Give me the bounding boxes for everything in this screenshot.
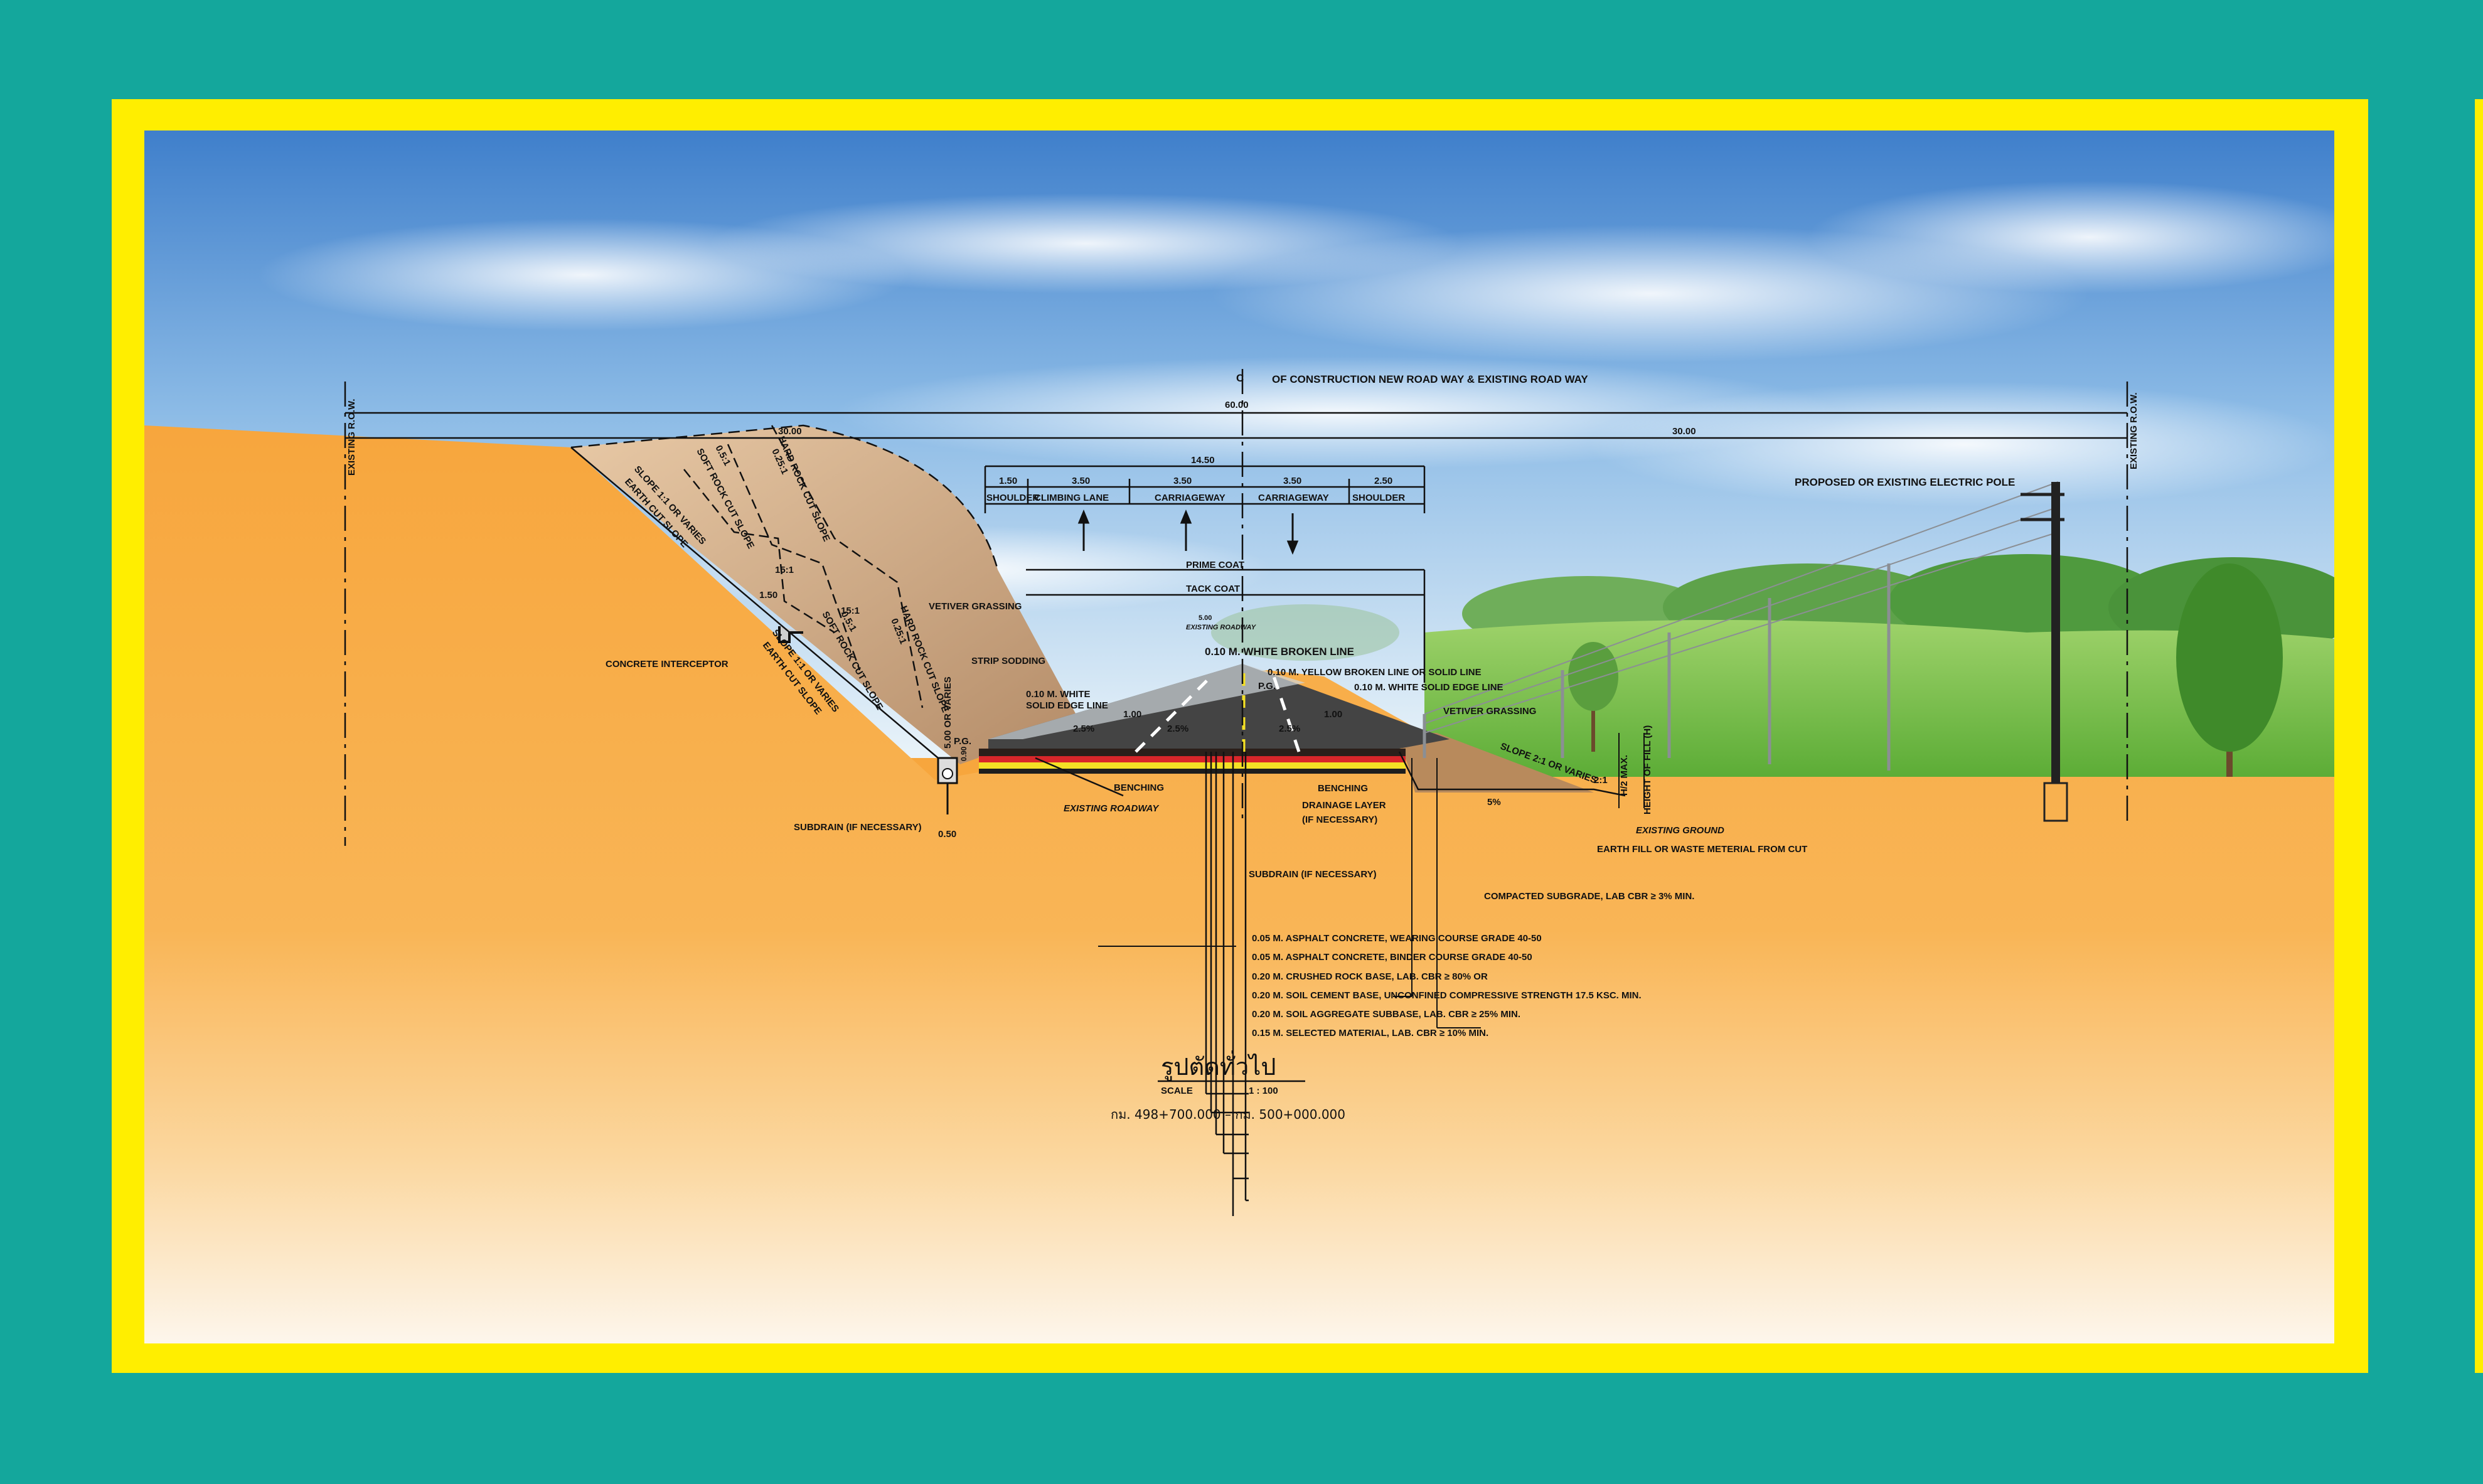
seg-name-5: SHOULDER [1352,493,1405,503]
white-solid-2: SOLID EDGE LINE [1026,700,1108,711]
tree-small [1568,642,1618,752]
centerline-title: OF CONSTRUCTION NEW ROAD WAY & EXISTING … [1272,373,1588,385]
existing-roadway-left: EXISTING ROADWAY [1064,803,1160,814]
drainage-2: (IF NECESSARY) [1302,814,1377,825]
cross-section-panel: C OF CONSTRUCTION NEW ROAD WAY & EXISTIN… [144,131,2334,1343]
height-5: 5.00 OR VARIES [942,676,953,749]
drainage-1: DRAINAGE LAYER [1302,800,1386,811]
berm-width: 1.50 [759,590,777,601]
dim-total: 60.00 [1225,400,1249,410]
layer-3: 0.20 M. CRUSHED ROCK BASE, LAB. CBR ≥ 80… [1252,971,1488,982]
concrete-interceptor-label: CONCRETE INTERCEPTOR [606,659,729,670]
row-label-right: EXISTING R.O.W. [2128,392,2139,469]
subdrain-left-label: SUBDRAIN (IF NECESSARY) [794,822,922,833]
main-pole [2021,482,2068,822]
benching-left: BENCHING [1114,782,1164,793]
slope-mid: 2.5% [1167,723,1188,734]
electric-pole-label: PROPOSED OR EXISTING ELECTRIC POLE [1795,476,2015,488]
layer-1: 0.05 M. ASPHALT CONCRETE, WEARING COURSE… [1252,933,1542,944]
centerline-symbol: C [1236,372,1244,384]
layer-4: 0.20 M. SOIL CEMENT BASE, UNCONFINED COM… [1252,990,1642,1001]
chainage: กม. 498+700.000 – กม. 500+000.000 [1111,1107,1345,1122]
prime-coat: PRIME COAT [1186,560,1244,570]
dim-100-right: 1.00 [1324,709,1342,720]
fill-embankment [1396,733,1594,793]
layer-5: 0.20 M. SOIL AGGREGATE SUBBASE, LAB. CBR… [1252,1009,1520,1020]
layer-6: 0.15 M. SELECTED MATERIAL, LAB. CBR ≥ 10… [1252,1028,1488,1038]
white-solid-1: 0.10 M. WHITE [1026,689,1091,700]
white-broken-line: 0.10 M. WHITE BROKEN LINE [1205,646,1354,658]
existing-roadway-dim: 5.00 [1199,614,1212,622]
pavement-structure [979,664,1450,774]
vetiver-right: VETIVER GRASSING [1443,706,1536,717]
existing-ground: EXISTING GROUND [1636,825,1724,836]
tack-coat: TACK COAT [1186,584,1240,594]
slope-5: 5% [1487,797,1501,808]
tree-right [2176,563,2283,796]
electric-poles [1423,481,2059,771]
concrete-interceptor [778,626,803,643]
strip-sodding: STRIP SODDING [971,656,1045,666]
berm-ratio: 15:1 [775,565,794,575]
cut-hill [571,425,1079,764]
dimension-lines [344,369,2128,1216]
slope-right: 2.5% [1279,723,1300,734]
subdrain-right-label: SUBDRAIN (IF NECESSARY) [1249,869,1377,880]
dim-seg-4: 3.50 [1283,476,1301,486]
scale-value: 1 : 100 [1249,1086,1278,1096]
berm-ratio-2: 15:1 [841,606,860,616]
dim-left-half: 30.00 [778,426,802,437]
height-of-fill: HEIGHT OF FILL (H) [1642,725,1653,814]
ground-fill [144,425,2334,1343]
subdrain-dim: 0.50 [938,829,956,840]
dim-seg-2: 3.50 [1072,476,1090,486]
h2-max: H/2 MAX. [1619,755,1630,796]
slope-left: 2.5% [1073,723,1094,734]
depth-90: 0.90 [959,746,968,761]
compacted-subgrade: COMPACTED SUBGRADE, LAB CBR ≥ 3% MIN. [1484,891,1694,902]
dim-right-half: 30.00 [1672,426,1696,437]
pg-left: P.G. [954,736,971,747]
seg-name-2: CLIMBING LANE [1034,493,1109,503]
lane-markings [1135,670,1301,753]
earth-fill: EARTH FILL OR WASTE METERIAL FROM CUT [1597,844,1807,855]
dim-road-width: 14.50 [1191,455,1215,466]
white-solid-edge-right: 0.10 M. WHITE SOLID EDGE LINE [1354,682,1503,693]
row-label-left: EXISTING R.O.W. [346,398,357,476]
benching-right: BENCHING [1318,783,1368,794]
yellow-broken-line: 0.10 M. YELLOW BROKEN LINE OR SOLID LINE [1268,667,1482,678]
right-edge-strip [2475,99,2483,1373]
existing-roadway-top: EXISTING ROADWAY [1186,624,1257,631]
traffic-arrows [1077,510,1299,555]
dim-100-left: 1.00 [1123,709,1141,720]
seg-name-4: CARRIAGEWAY [1258,493,1329,503]
vetiver-left: VETIVER GRASSING [929,601,1022,612]
seg-name-1: SHOULDER [986,493,1039,503]
cross-section-drawing: C OF CONSTRUCTION NEW ROAD WAY & EXISTIN… [144,131,2334,1343]
dim-seg-3: 3.50 [1173,476,1192,486]
ratio-21: 2:1 [1594,775,1608,786]
layer-2: 0.05 M. ASPHALT CONCRETE, BINDER COURSE … [1252,952,1532,963]
dim-seg-1: 1.50 [999,476,1017,486]
green-field [1424,620,2334,808]
scale-label: SCALE [1161,1086,1193,1096]
seg-name-3: CARRIAGEWAY [1155,493,1225,503]
caption-title: รูปตัดทั่วไป [1161,1050,1276,1081]
pg-center: P.G. [1258,681,1276,691]
subdrain-left [937,757,958,814]
dim-seg-5: 2.50 [1374,476,1392,486]
